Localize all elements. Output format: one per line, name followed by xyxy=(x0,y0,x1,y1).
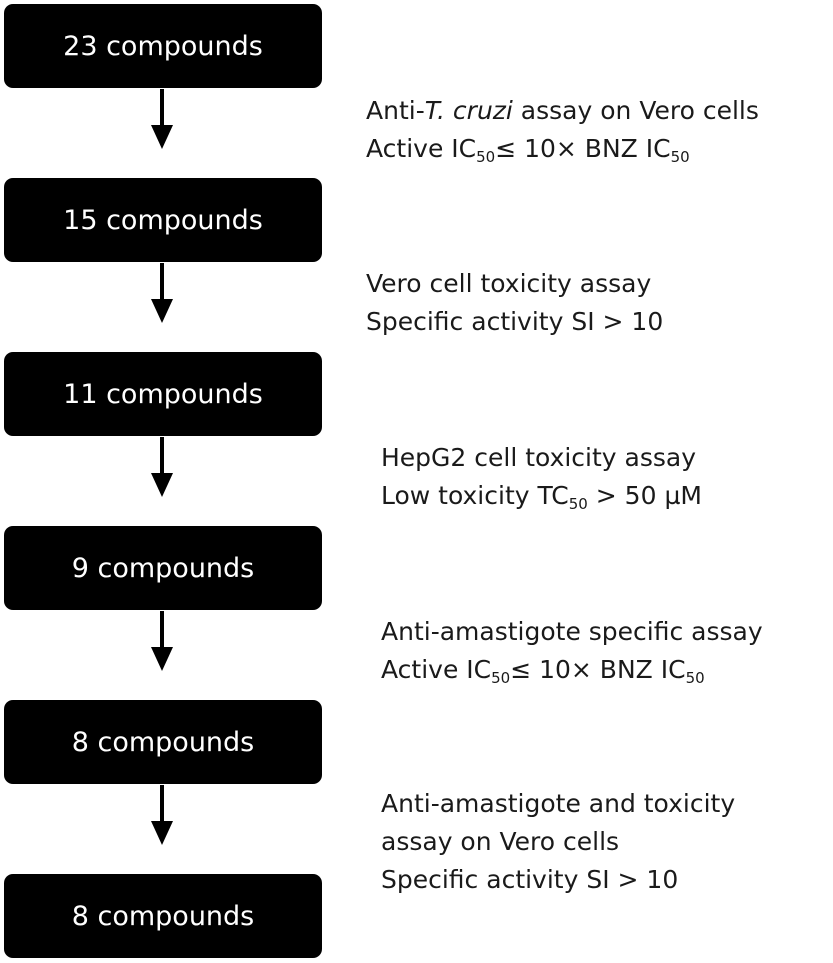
step-1-assay: Anti-T. cruzi assay on Vero cells xyxy=(366,96,759,125)
step-2-text: Vero cell toxicity assay Specific activi… xyxy=(366,265,663,341)
compound-box-2: 15 compounds xyxy=(4,178,322,262)
arrow-4 xyxy=(151,611,173,671)
step-5-assay-line-1: Anti-amastigote and toxicity xyxy=(381,789,736,818)
compound-box-6-label: 8 compounds xyxy=(71,900,255,932)
compound-box-1-label: 23 compounds xyxy=(63,30,263,62)
compound-box-4-label: 9 compounds xyxy=(71,552,255,584)
arrow-1 xyxy=(151,89,173,149)
compound-box-6: 8 compounds xyxy=(4,874,322,958)
step-3-text: HepG2 cell toxicity assay Low toxicity T… xyxy=(381,439,702,515)
step-5-criterion: Specific activity SI > 10 xyxy=(381,865,679,894)
step-3-assay: HepG2 cell toxicity assay xyxy=(381,443,697,472)
compound-box-3-label: 11 compounds xyxy=(63,378,263,410)
step-1-text: Anti-T. cruzi assay on Vero cells Active… xyxy=(366,92,759,168)
step-1-criterion: Active IC50≤ 10× BNZ IC50 xyxy=(366,134,690,166)
step-5-assay-line-2: assay on Vero cells xyxy=(381,827,620,856)
step-4-criterion: Active IC50≤ 10× BNZ IC50 xyxy=(381,655,705,687)
compound-box-5: 8 compounds xyxy=(4,700,322,784)
step-3-criterion: Low toxicity TC50 > 50 µM xyxy=(381,481,702,513)
compound-box-4: 9 compounds xyxy=(4,526,322,610)
compound-box-3: 11 compounds xyxy=(4,352,322,436)
compound-box-1: 23 compounds xyxy=(4,4,322,88)
arrow-5 xyxy=(151,785,173,845)
step-4-text: Anti-amastigote specific assay Active IC… xyxy=(381,613,763,689)
arrow-3 xyxy=(151,437,173,497)
compound-box-2-label: 15 compounds xyxy=(63,204,263,236)
step-5-text: Anti-amastigote and toxicity assay on Ve… xyxy=(381,785,735,899)
step-2-criterion: Specific activity SI > 10 xyxy=(366,307,664,336)
step-2-assay: Vero cell toxicity assay xyxy=(366,269,652,298)
compound-box-5-label: 8 compounds xyxy=(71,726,255,758)
step-4-assay: Anti-amastigote specific assay xyxy=(381,617,763,646)
arrow-2 xyxy=(151,263,173,323)
